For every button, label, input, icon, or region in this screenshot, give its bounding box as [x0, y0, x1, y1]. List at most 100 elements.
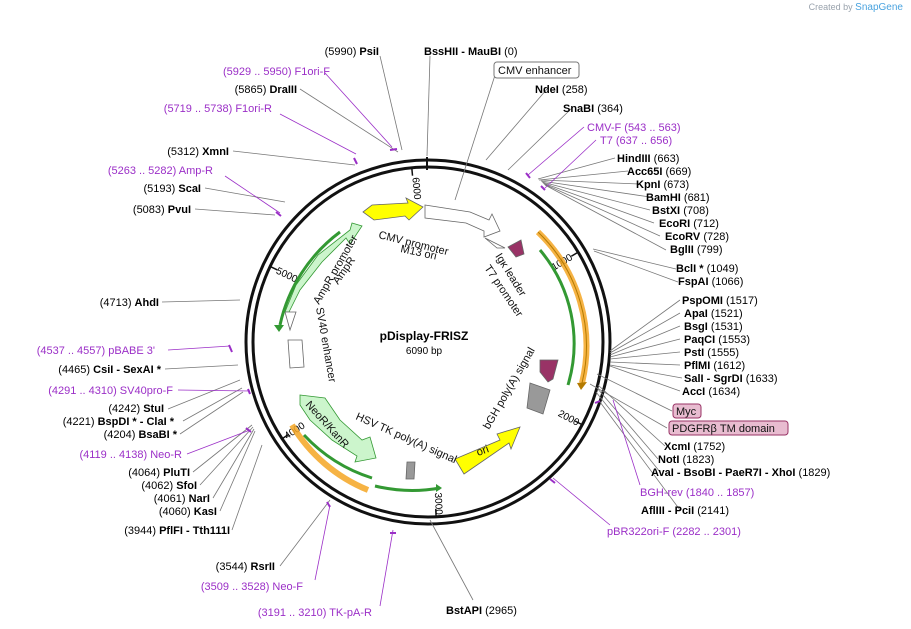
ruler-tick-label: 6000	[409, 177, 422, 201]
leader-tk-pa-r	[379, 529, 394, 607]
enzyme-label: (5193) ScaI	[144, 183, 202, 195]
ruler-tick	[411, 167, 414, 176]
enzyme-label: SnaBI (364)	[563, 103, 623, 115]
ori-arrow	[454, 426, 521, 475]
sv40-promoter-box	[287, 339, 305, 369]
leader-f1ori-r	[279, 113, 357, 155]
site-labels: BssHII - MauBI (0)NdeI (258)SnaBI (364)H…	[37, 46, 831, 619]
enzyme-label: (4204) BsaBI *	[104, 429, 178, 441]
enzyme-label: BclI * (1049)	[676, 263, 738, 275]
backbone	[244, 157, 612, 526]
primer-label: (5263 .. 5282) Amp-R	[108, 165, 213, 177]
bgh-polya-box	[526, 382, 551, 415]
primer-label: (4537 .. 4557) pBABE 3'	[37, 345, 155, 357]
leader-cmv-f	[527, 126, 585, 176]
enzyme-label: PaqCI (1553)	[684, 334, 750, 346]
enzyme-label: (3944) PflFI - Tth111I	[124, 525, 230, 537]
ruler-tick	[574, 420, 583, 426]
orf-arc-green-bottom2	[374, 484, 441, 492]
pdgfr-tag-box	[668, 420, 789, 436]
orf-arrowhead-right	[577, 382, 587, 390]
leader-bstapi	[429, 519, 474, 601]
enzyme-label: (4242) StuI	[108, 403, 164, 415]
primer-mark-cmv-f	[525, 172, 531, 179]
enzyme-label: AvaI - BsoBI - PaeR7I - XhoI (1829)	[651, 467, 830, 479]
leader-amp-r	[224, 175, 281, 214]
leader-scai	[204, 187, 286, 203]
leader-pvui	[194, 208, 276, 216]
primer-label: (3509 .. 3528) Neo-F	[201, 581, 303, 593]
snapgene-credit: Created by SnapGene	[809, 2, 903, 13]
ruler-tick-label: 3000	[432, 492, 444, 515]
leader-bcli-group	[592, 248, 679, 283]
leader-neo-r	[186, 429, 251, 455]
primer-mark-sv40pro-f	[247, 388, 251, 395]
f1-ori-arrow	[362, 197, 424, 221]
ampr-arrow	[284, 222, 363, 313]
leader-f1ori-f	[324, 72, 393, 148]
features	[274, 197, 590, 493]
pdgfr-arrow	[539, 359, 559, 383]
enzyme-label: Acc65I (669)	[627, 166, 691, 178]
leader-pflfi	[231, 444, 263, 531]
leader-afliii	[599, 401, 681, 511]
leader-lines	[161, 55, 683, 607]
orf-arrowhead-bottom	[436, 484, 442, 492]
orf-arc-orange-right-line	[537, 231, 587, 384]
primer-marks	[228, 148, 601, 534]
enzyme-label: HindIII (663)	[617, 153, 679, 165]
enzyme-label: NotI (1823)	[658, 454, 714, 466]
enzyme-label: EcoRI (712)	[659, 218, 719, 230]
leader-cmv-enhancer	[454, 71, 497, 201]
credit-prefix: Created by	[808, 2, 853, 12]
primer-mark-f1ori-r	[353, 157, 358, 165]
feature-label-sv40-enhancer: SV40 enhancer	[313, 306, 338, 383]
feature-label-pdgfr: PDGFRβ TM domain	[672, 423, 775, 435]
ruler-tick-label: 2000	[556, 408, 581, 428]
enzyme-label: (5312) XmnI	[167, 146, 229, 158]
leader-bgh-rev	[612, 399, 641, 486]
leader-sv40pro-f	[177, 389, 251, 392]
orf-arc-green-right	[538, 249, 576, 386]
enzyme-label: (3544) RsrII	[216, 561, 275, 573]
ruler-tick	[281, 433, 290, 440]
primer-mark-neo-r	[245, 427, 252, 433]
leader-myc	[596, 373, 673, 412]
primer-label: CMV-F (543 .. 563)	[587, 122, 681, 134]
enzyme-label: (5865) DraIII	[235, 84, 297, 96]
primer-mark-pbabe3	[228, 344, 233, 353]
enzyme-label: (4060) KasI	[159, 506, 217, 518]
primer-mark-t7	[540, 185, 546, 191]
enzyme-label: AccI (1634)	[682, 386, 740, 398]
ampr-promoter-arrowhead	[284, 311, 297, 332]
primer-mark-f1ori-f	[389, 148, 398, 151]
ruler-tick	[269, 265, 278, 271]
enzyme-label: (4062) SfoI	[141, 480, 197, 492]
leader-t7	[544, 139, 597, 189]
enzyme-label: (4713) AhdI	[100, 297, 159, 309]
feature-label-cmv-enhancer: CMV enhancer	[498, 65, 572, 77]
plasmid-size: 6090 bp	[406, 346, 443, 357]
leader-pdgfr	[589, 383, 668, 429]
enzyme-label: EcoRV (728)	[665, 231, 729, 243]
enzyme-label: (4061) NarI	[154, 493, 210, 505]
primer-label: pBR322ori-F (2282 .. 2301)	[607, 526, 741, 538]
enzyme-label: PstI (1555)	[684, 347, 739, 359]
leader-ndei	[485, 88, 548, 161]
credit-brand: SnapGene	[855, 2, 903, 13]
leader-stui-group	[167, 379, 244, 435]
leader-csii	[164, 364, 239, 370]
neor-kanr-arrow	[299, 394, 377, 463]
enzyme-label: (4064) PluTI	[128, 467, 190, 479]
orf-arc-orange-bottom	[289, 423, 370, 493]
primer-label: (3191 .. 3210) TK-pA-R	[258, 607, 372, 619]
primer-label: (4119 .. 4138) Neo-R	[79, 449, 182, 461]
primer-label: (5719 .. 5738) F1ori-R	[164, 103, 272, 115]
plasmid-name: pDisplay-FRISZ	[380, 329, 469, 343]
leader-psii	[379, 55, 403, 151]
leader-rsrii	[279, 499, 331, 567]
leader-pbr322ori-f	[552, 477, 611, 526]
enzyme-label: (5990) PsiI	[325, 46, 379, 58]
primer-label: (4291 .. 4310) SV40pro-F	[48, 385, 173, 397]
